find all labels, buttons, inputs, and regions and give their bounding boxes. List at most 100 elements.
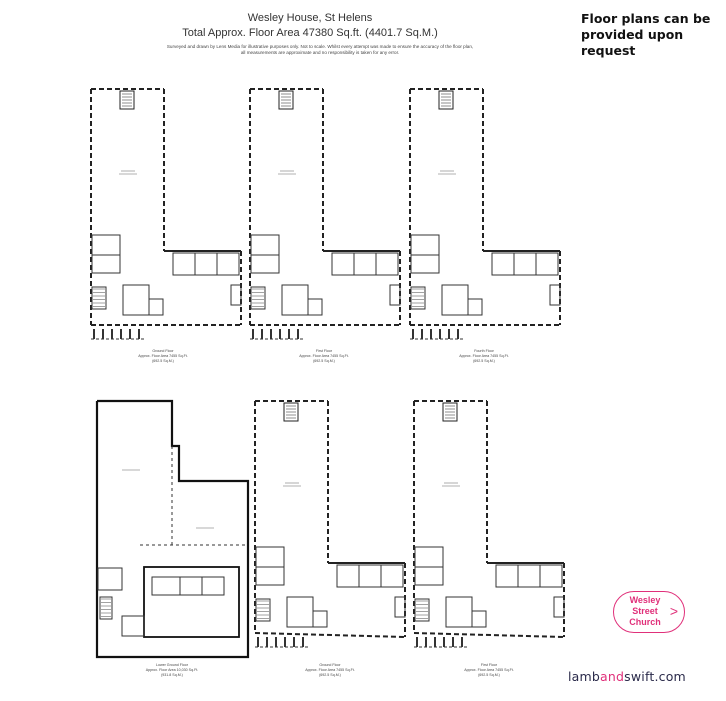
floor-area: Approx. Floor Area 7455 Sq.Ft. — [459, 354, 509, 358]
room — [255, 566, 285, 586]
floor-caption: Lower Ground Floor Approx. Floor Area 10… — [127, 663, 217, 678]
post — [111, 329, 113, 339]
floor-area-metric: (692.5 Sq.M.) — [319, 673, 341, 677]
post — [297, 329, 299, 339]
room — [172, 252, 196, 276]
post — [270, 329, 272, 339]
stair — [278, 90, 294, 110]
floor-caption: Ground Floor Approx. Floor Area 7455 Sq.… — [118, 349, 208, 364]
badge-line-3: Church — [629, 617, 661, 627]
floor-area-metric: (931.8 Sq.M.) — [161, 673, 183, 677]
stair — [283, 402, 299, 422]
disclaimer-line-2: all measurements are approximate and no … — [240, 50, 400, 55]
floor-name: Ground Floor — [152, 349, 174, 353]
floor-area: Approx. Floor Area 10,030 Sq.Ft. — [145, 668, 199, 672]
floor-name: First Floor — [480, 663, 498, 667]
room — [441, 284, 469, 316]
post — [457, 329, 459, 339]
post — [461, 637, 463, 647]
stair — [414, 598, 430, 622]
stair — [99, 596, 113, 620]
post — [120, 329, 122, 339]
post — [302, 637, 304, 647]
post — [288, 329, 290, 339]
floor-name: Fourth Floor — [474, 349, 494, 353]
room — [151, 576, 181, 596]
post — [439, 329, 441, 339]
post — [138, 329, 140, 339]
stair — [553, 596, 565, 618]
post — [261, 329, 263, 339]
post — [416, 637, 418, 647]
room — [491, 252, 515, 276]
room — [471, 610, 487, 628]
room — [250, 234, 280, 256]
room — [97, 567, 123, 591]
disclaimer: Surveyed and drawn by Lens Media for ill… — [150, 44, 490, 56]
badge-line-1: Wesley — [629, 595, 661, 605]
post — [266, 637, 268, 647]
floor-area-metric: (692.5 Sq.M.) — [478, 673, 500, 677]
room — [353, 252, 377, 276]
floor-name: Lower Ground Floor — [156, 663, 188, 667]
wall — [254, 632, 406, 638]
room — [307, 298, 323, 316]
wesley-street-church-link[interactable]: Wesley Street Church > — [613, 591, 685, 633]
floor-caption: First Floor Approx. Floor Area 7455 Sq.F… — [279, 349, 369, 364]
room — [216, 252, 240, 276]
floor-caption: Ground Floor Approx. Floor Area 7455 Sq.… — [285, 663, 375, 678]
floor-area-metric: (692.5 Sq.M.) — [473, 359, 495, 363]
room — [380, 564, 404, 588]
stair — [438, 90, 454, 110]
room — [375, 252, 399, 276]
post — [102, 329, 104, 339]
stair — [230, 284, 242, 306]
room — [517, 564, 541, 588]
stair — [255, 598, 271, 622]
post — [448, 329, 450, 339]
stair — [442, 402, 458, 422]
post — [257, 637, 259, 647]
room — [495, 564, 519, 588]
room — [148, 298, 164, 316]
header-title: Wesley House, St Helens — [247, 12, 373, 24]
floor-area: Approx. Floor Area 7455 Sq.Ft. — [305, 668, 355, 672]
room — [539, 564, 563, 588]
brand-part-1: lamb — [568, 669, 601, 684]
room — [281, 284, 309, 316]
stair — [250, 286, 266, 310]
room — [410, 254, 440, 274]
room — [312, 610, 328, 628]
floor-area-metric: (692.5 Sq.M.) — [152, 359, 174, 363]
room — [445, 596, 473, 628]
room — [535, 252, 559, 276]
wall — [413, 632, 565, 638]
post — [275, 637, 277, 647]
post — [129, 329, 131, 339]
room — [201, 576, 225, 596]
post — [425, 637, 427, 647]
stair — [389, 284, 401, 306]
badge-line-2: Street — [632, 606, 658, 616]
post — [434, 637, 436, 647]
room — [336, 564, 360, 588]
post — [93, 329, 95, 339]
room — [250, 254, 280, 274]
room — [358, 564, 382, 588]
post — [412, 329, 414, 339]
room — [122, 284, 150, 316]
room — [513, 252, 537, 276]
total-floor-area: Total Approx. Floor Area 47380 Sq.ft. (4… — [182, 27, 438, 39]
post — [252, 329, 254, 339]
room — [410, 234, 440, 256]
post — [443, 637, 445, 647]
room — [414, 546, 444, 568]
floor-area-metric: (692.5 Sq.M.) — [313, 359, 335, 363]
floor-name: First Floor — [315, 349, 333, 353]
stair — [91, 286, 107, 310]
room — [194, 252, 218, 276]
stair — [119, 90, 135, 110]
floor-caption: Fourth Floor Approx. Floor Area 7455 Sq.… — [439, 349, 529, 364]
brand-link[interactable]: lambandswift.com — [568, 669, 686, 684]
room — [331, 252, 355, 276]
